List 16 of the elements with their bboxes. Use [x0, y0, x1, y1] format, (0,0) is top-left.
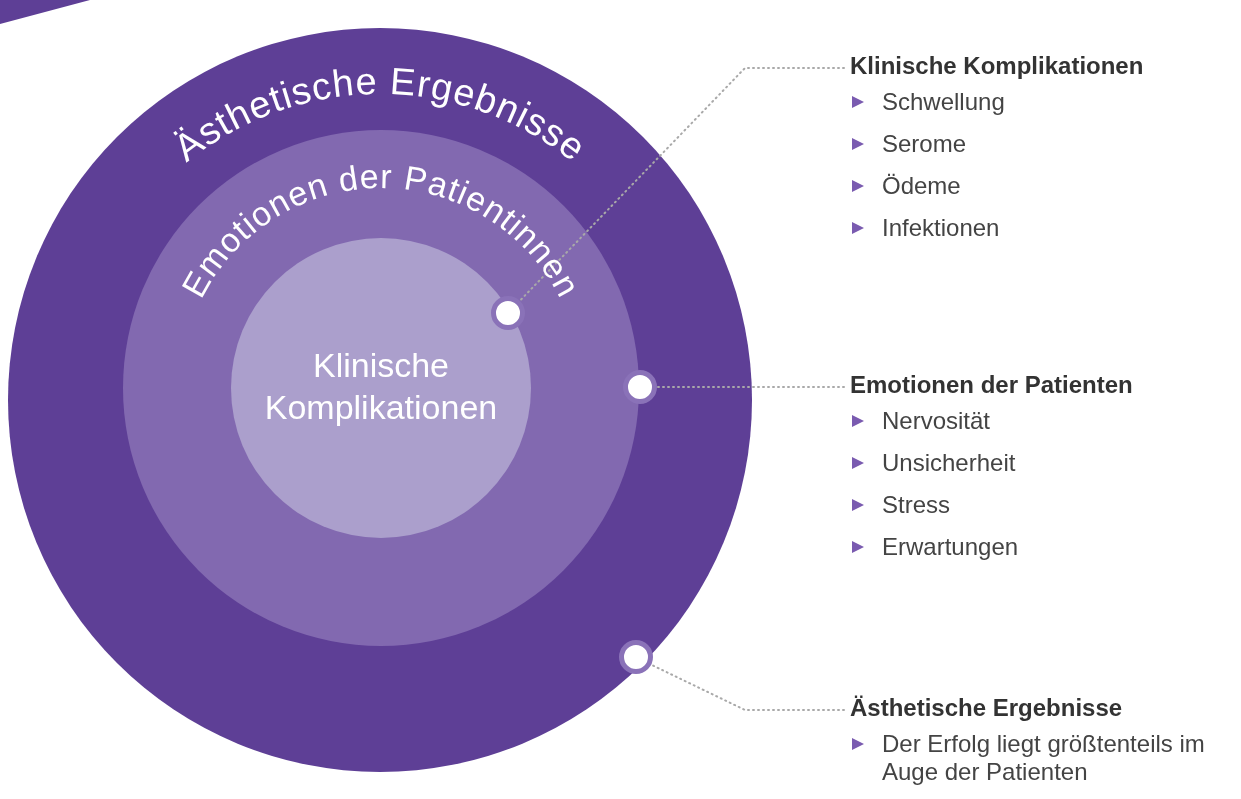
list-item-text: Erwartungen [882, 533, 1020, 561]
list-item-text: Ödeme [882, 172, 962, 200]
leader-line [656, 386, 845, 388]
leader-line [518, 67, 845, 302]
list-item-text: Schwellung [882, 88, 1006, 116]
list-item-text: Infektionen [882, 214, 1001, 242]
list-item-text: Nervosität [882, 407, 992, 435]
list-item-text: Stress [882, 491, 951, 519]
list-item-text: Der Erfolg liegt größtenteils im Auge der Patienten [882, 730, 1206, 786]
leader-line [650, 663, 845, 711]
callout-heading: Klinische Komplikationen [850, 52, 1145, 80]
callout-heading: Ästhetische Ergebnisse [850, 694, 1124, 722]
circle-label: Klinische Komplikationen [263, 345, 499, 428]
list-item-text: Unsicherheit [882, 449, 1017, 477]
list-item-text: Serome [882, 130, 968, 158]
callout-heading: Emotionen der Patienten [850, 371, 1134, 399]
